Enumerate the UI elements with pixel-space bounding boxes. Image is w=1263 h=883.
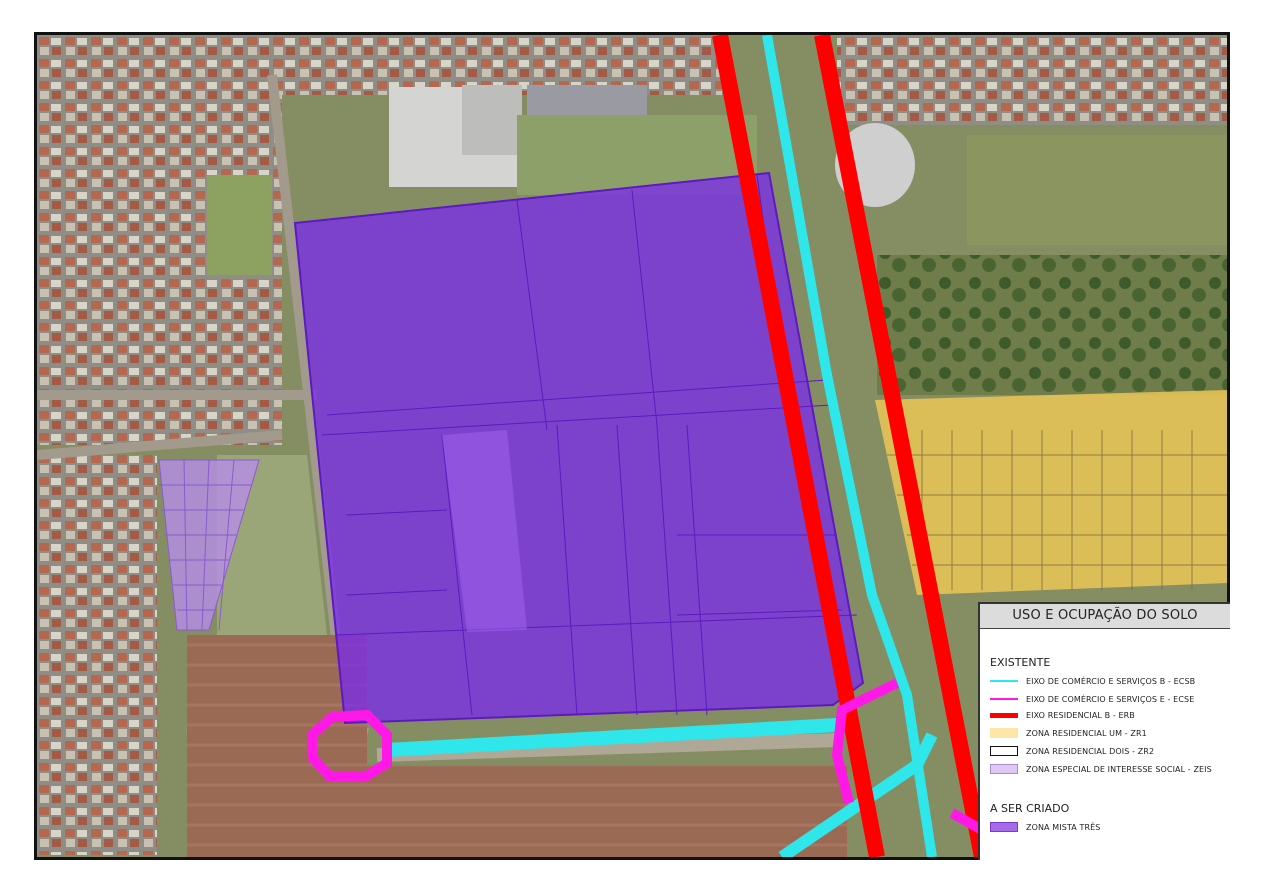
bare-soil-s <box>367 765 847 857</box>
field-ne <box>967 135 1227 245</box>
legend-item-zona-mista-tres: ZONA MISTA TRÊS <box>990 820 1100 834</box>
warehouse-b <box>462 85 522 155</box>
zona-mista-tres-fill-swatch <box>990 822 1018 832</box>
legend-title: USO E OCUPAÇÃO DO SOLO <box>980 604 1230 629</box>
garden-w <box>207 175 272 275</box>
zeis-zone[interactable] <box>158 459 260 631</box>
legend-item-erb: EIXO RESIDENCIAL B - ERB <box>990 708 1135 722</box>
legend-label: EIXO DE COMÉRCIO E SERVIÇOS B - ECSB <box>1026 676 1196 686</box>
erb-axis[interactable] <box>712 35 990 857</box>
map-frame[interactable] <box>34 32 1230 860</box>
zeis-fill-swatch <box>990 764 1018 774</box>
legend-item-zr1: ZONA RESIDENCIAL UM - ZR1 <box>990 726 1147 740</box>
tree-cluster-e <box>877 255 1227 395</box>
ecse-line-swatch <box>990 698 1018 700</box>
legend-item-ecse: EIXO DE COMÉRCIO E SERVIÇOS E - ECSE <box>990 692 1194 706</box>
legend-heading-existing: EXISTENTE <box>990 656 1051 669</box>
legend-label: ZONA ESPECIAL DE INTERESSE SOCIAL - ZEIS <box>1026 764 1212 774</box>
legend-item-zeis: ZONA ESPECIAL DE INTERESSE SOCIAL - ZEIS <box>990 762 1212 776</box>
aerial-map[interactable] <box>37 35 1227 857</box>
zr2-outline-swatch <box>990 746 1018 756</box>
zr1-fill-swatch <box>990 728 1018 738</box>
ecse-axis[interactable] <box>307 678 985 835</box>
ecsb-axis[interactable] <box>386 35 938 857</box>
ecsb-line-swatch <box>990 680 1018 682</box>
map-legend: USO E OCUPAÇÃO DO SOLO EXISTENTE EIXO DE… <box>978 602 1230 860</box>
legend-label: ZONA MISTA TRÊS <box>1026 822 1101 832</box>
residential-block-ne <box>837 35 1227 125</box>
legend-item-ecsb: EIXO DE COMÉRCIO E SERVIÇOS B - ECSB <box>990 674 1195 688</box>
legend-heading-to-create: A SER CRIADO <box>990 802 1070 815</box>
legend-item-zr2: ZONA RESIDENCIAL DOIS - ZR2 <box>990 744 1154 758</box>
zona-mista-tres-zone[interactable] <box>293 171 865 725</box>
erb-line-swatch <box>990 712 1018 718</box>
legend-label: ZONA RESIDENCIAL UM - ZR1 <box>1026 728 1147 738</box>
legend-label: ZONA RESIDENCIAL DOIS - ZR2 <box>1026 746 1155 756</box>
residential-block-sw <box>37 455 157 855</box>
bare-soil-sw <box>187 635 367 857</box>
legend-label: EIXO RESIDENCIAL B - ERB <box>1026 710 1135 720</box>
legend-label: EIXO DE COMÉRCIO E SERVIÇOS E - ECSE <box>1026 694 1195 704</box>
